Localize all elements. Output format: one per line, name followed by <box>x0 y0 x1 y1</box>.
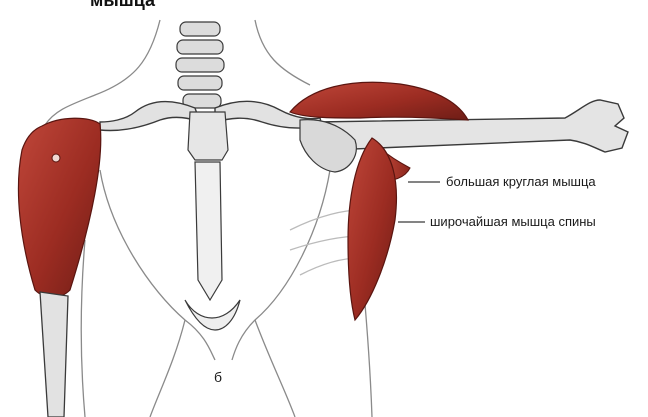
left-humerus <box>40 292 68 417</box>
cervical-spine <box>176 22 224 108</box>
deltoid-muscle <box>290 82 468 120</box>
joint-marker <box>52 154 60 162</box>
label-teres-major: большая круглая мышца <box>446 174 596 189</box>
top-caption: мышца <box>90 0 156 10</box>
left-arm-muscle <box>18 118 100 297</box>
pelvis <box>185 300 240 330</box>
label-latissimus-dorsi: широчайшая мышца спины <box>430 214 596 229</box>
sternum <box>188 112 228 300</box>
latissimus-dorsi-muscle <box>348 138 396 320</box>
panel-letter: б <box>214 369 222 385</box>
